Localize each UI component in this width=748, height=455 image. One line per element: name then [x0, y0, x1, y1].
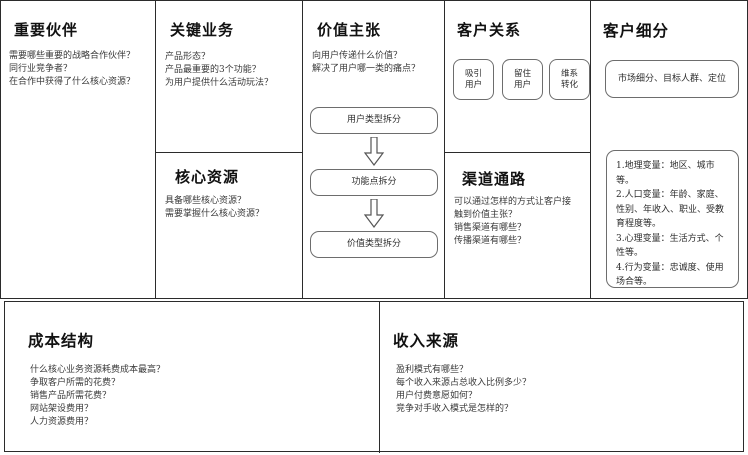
- block-key-resources: 核心资源 具备哪些核心资源？ 需要掌握什么核心资源？: [156, 153, 302, 299]
- hint-line: 同行业竞争者？: [9, 64, 73, 74]
- segment-summary-box[interactable]: 市场细分、目标人群、定位: [605, 60, 739, 98]
- divider-col-3: [444, 0, 445, 299]
- divider-col-4: [590, 0, 591, 299]
- divider-relationships-channels: [444, 152, 590, 153]
- divider-col-2: [302, 0, 303, 299]
- hint-line: 销售渠道有哪些？: [454, 223, 527, 233]
- relationship-chip-retain[interactable]: 留住 用户: [502, 59, 543, 100]
- value-proposition-title: 价值主张: [317, 22, 382, 39]
- value-proposition-hints: 向用户传递什么价值？ 解决了用户哪一类的痛点？: [312, 50, 420, 76]
- canvas-bottom-section: 成本结构 什么核心业务资源耗费成本最高？ 争取客户所需的花费？ 销售产品所需花费…: [4, 301, 745, 453]
- channels-title: 渠道通路: [462, 171, 527, 188]
- key-activities-title: 关键业务: [170, 22, 235, 39]
- block-channels: 渠道通路 可以通过怎样的方式让客户接 触到价值主张？ 销售渠道有哪些？ 传播渠道…: [445, 153, 590, 299]
- block-key-partners: 重要伙伴 需要哪些重要的战略合作伙伴？ 同行业竞争者？ 在合作中获得了什么核心资…: [0, 0, 155, 299]
- block-revenue-streams: 收入来源 盈利模式有哪些？ 每个收入来源占总收入比例多少？ 用户付费意愿如何？ …: [380, 302, 745, 453]
- hint-line: 每个收入来源占总收入比例多少？: [396, 378, 532, 388]
- relationship-chip-attract[interactable]: 吸引 用户: [453, 59, 494, 100]
- hint-line: 产品最重要的3个功能？: [165, 65, 261, 75]
- hint-line: 销售产品所需花费？: [30, 391, 112, 401]
- hint-line: 传播渠道有哪些？: [454, 236, 527, 246]
- customer-relationships-title: 客户关系: [457, 22, 522, 39]
- flow-box-feature-split[interactable]: 功能点拆分: [310, 169, 438, 196]
- segment-detail-line: 4.行为变量：忠诚度、使用场合等。: [616, 262, 724, 288]
- hint-line: 什么核心业务资源耗费成本最高？: [30, 365, 166, 375]
- block-cost-structure: 成本结构 什么核心业务资源耗费成本最高？ 争取客户所需的花费？ 销售产品所需花费…: [5, 302, 379, 453]
- hint-line: 人力资源费用？: [30, 417, 94, 427]
- block-value-proposition: 价值主张 向用户传递什么价值？ 解决了用户哪一类的痛点？: [303, 0, 444, 299]
- block-key-activities: 关键业务 产品形态？ 产品最重要的3个功能？ 为用户提供什么活动玩法？: [156, 0, 302, 152]
- hint-line: 产品形态？: [165, 52, 211, 62]
- hint-line: 向用户传递什么价值？: [312, 51, 403, 61]
- flow-box-value-type-split[interactable]: 价值类型拆分: [310, 231, 438, 258]
- divider-cost-revenue: [379, 302, 380, 453]
- key-partners-hints: 需要哪些重要的战略合作伙伴？ 同行业竞争者？ 在合作中获得了什么核心资源？: [9, 50, 135, 89]
- cost-structure-hints: 什么核心业务资源耗费成本最高？ 争取客户所需的花费？ 销售产品所需花费？ 网站架…: [30, 364, 165, 429]
- hint-line: 具备哪些核心资源？: [165, 196, 247, 206]
- hint-line: 争取客户所需的花费？: [30, 378, 121, 388]
- hint-line: 需要哪些重要的战略合作伙伴？: [9, 51, 136, 61]
- segment-detail-box[interactable]: 1.地理变量：地区、城市等。 2.人口变量：年龄、家庭、性别、年收入、职业、受教…: [606, 150, 739, 288]
- chip-line: 用户: [513, 79, 531, 90]
- segment-detail-line: 3.心理变量：生活方式、个性等。: [616, 233, 724, 259]
- chip-line: 维系: [560, 68, 578, 79]
- hint-line: 解决了用户哪一类的痛点？: [312, 64, 421, 74]
- block-customer-relationships: 客户关系: [445, 0, 590, 152]
- hint-line: 可以通过怎样的方式让客户接: [454, 197, 572, 207]
- key-partners-title: 重要伙伴: [14, 22, 79, 39]
- channels-hints: 可以通过怎样的方式让客户接 触到价值主张？ 销售渠道有哪些？ 传播渠道有哪些？: [454, 196, 571, 248]
- key-resources-title: 核心资源: [175, 169, 240, 186]
- hint-line: 竞争对手收入模式是怎样的？: [396, 404, 514, 414]
- hint-line: 需要掌握什么核心资源？: [165, 209, 265, 219]
- flow-box-user-type-split[interactable]: 用户类型拆分: [310, 107, 438, 134]
- key-activities-hints: 产品形态？ 产品最重要的3个功能？ 为用户提供什么活动玩法？: [165, 51, 273, 90]
- hint-line: 用户付费意愿如何？: [396, 391, 478, 401]
- chip-line: 转化: [560, 79, 578, 90]
- revenue-streams-title: 收入来源: [393, 333, 460, 350]
- chip-line: 用户: [464, 79, 482, 90]
- cost-structure-title: 成本结构: [28, 333, 95, 350]
- key-resources-hints: 具备哪些核心资源？ 需要掌握什么核心资源？: [165, 195, 264, 221]
- block-customer-segments: 客户细分: [591, 0, 748, 299]
- revenue-streams-hints: 盈利模式有哪些？ 每个收入来源占总收入比例多少？ 用户付费意愿如何？ 竞争对手收…: [396, 364, 531, 416]
- divider-key-activities-resources: [155, 152, 302, 153]
- hint-line: 为用户提供什么活动玩法？: [165, 78, 274, 88]
- hint-line: 在合作中获得了什么核心资源？: [9, 77, 136, 87]
- chip-line: 吸引: [464, 68, 482, 79]
- segment-detail-line: 2.人口变量：年龄、家庭、性别、年收入、职业、受教育程度等。: [616, 190, 725, 229]
- segment-detail-line: 1.地理变量：地区、城市等。: [616, 161, 715, 186]
- hint-line: 触到价值主张？: [454, 210, 518, 220]
- arrow-down-icon: [362, 137, 386, 166]
- relationship-chip-convert[interactable]: 维系 转化: [549, 59, 590, 100]
- chip-line: 留住: [513, 68, 531, 79]
- hint-line: 网站架设费用？: [30, 404, 94, 414]
- divider-col-1: [155, 0, 156, 299]
- customer-segments-title: 客户细分: [603, 23, 670, 40]
- hint-line: 盈利模式有哪些？: [396, 365, 469, 375]
- arrow-down-icon: [362, 199, 386, 228]
